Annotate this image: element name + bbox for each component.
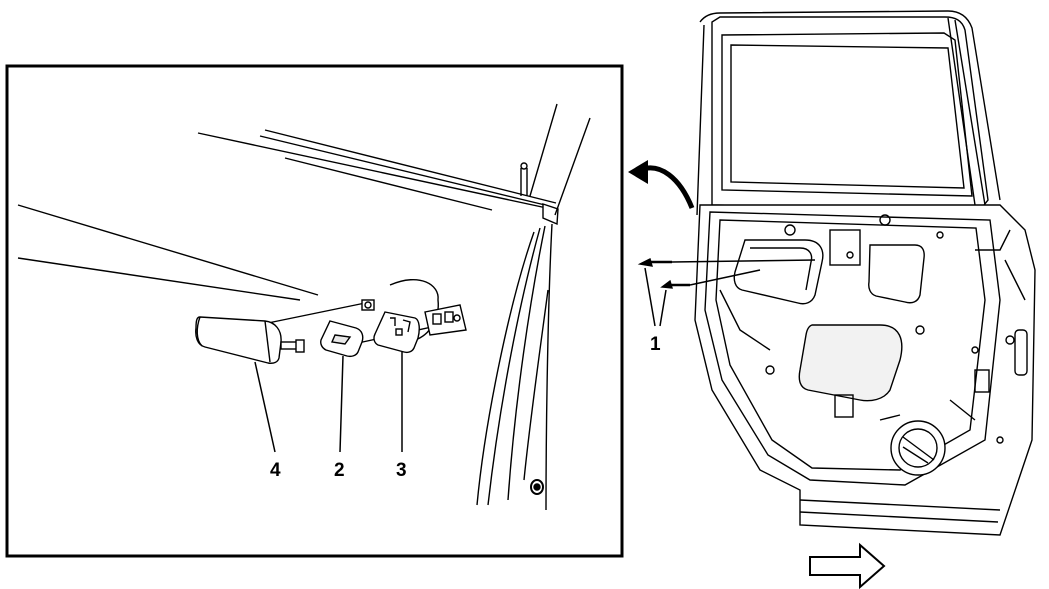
handle-mechanism [424, 304, 467, 336]
view-arrow [628, 160, 695, 209]
forward-direction-arrow [809, 542, 886, 589]
handle-bolt [361, 299, 375, 311]
handle-pad [320, 320, 364, 358]
door-rear-edge [476, 103, 591, 511]
callout-1: 1 [650, 334, 661, 355]
speaker [890, 420, 946, 476]
detail-inset: 4 2 3 [5, 64, 624, 558]
callout-4: 4 [270, 460, 281, 481]
inset-leader-lines [254, 352, 403, 453]
inner-handle-opening [733, 239, 824, 305]
overview-leader-lines [644, 259, 816, 327]
callout-3: 3 [396, 460, 407, 481]
handle-pocket [389, 279, 439, 341]
callout-2: 2 [334, 460, 345, 481]
window-belt-molding [197, 129, 559, 226]
rear-door-overview: 1 [637, 10, 1036, 536]
door-screws [637, 257, 690, 289]
handle-bezel [373, 311, 420, 354]
lock-rod [520, 162, 528, 196]
access-hole-upper [868, 244, 925, 304]
outside-handle [195, 316, 305, 364]
access-hole-center [798, 324, 903, 402]
